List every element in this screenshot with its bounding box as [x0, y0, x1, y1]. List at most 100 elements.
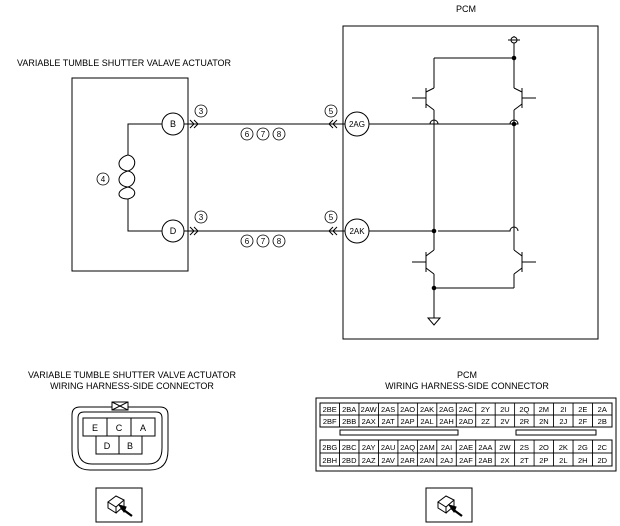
- svg-text:B: B: [170, 119, 176, 129]
- pcm-pin-label: 2AD: [459, 417, 474, 426]
- wire-marker-3-bottom: 3: [194, 210, 208, 224]
- svg-text:4: 4: [101, 175, 106, 184]
- actuator-terminal-b: B: [161, 112, 185, 136]
- actuator-title: VARIABLE TUMBLE SHUTTER VALAVE ACTUATOR: [17, 58, 232, 68]
- splice-markers-bottom: 6 7 8: [240, 234, 286, 248]
- svg-text:D: D: [104, 441, 111, 451]
- pcm-pin-label: 2AG: [439, 405, 454, 414]
- pcm-pin-label: 2AC: [459, 405, 474, 414]
- pcm-pin-label: 2A: [598, 405, 607, 414]
- svg-text:A: A: [140, 423, 146, 433]
- pcm-pin-label: 2BA: [342, 405, 356, 414]
- pcm-pin-label: 2AB: [478, 456, 492, 465]
- svg-text:5: 5: [329, 107, 334, 116]
- pcm-pin-label: 2AM: [419, 443, 434, 452]
- coil-marker: 4: [96, 172, 110, 186]
- pcm-pin-label: 2AL: [420, 417, 433, 426]
- pcm-pin-label: 2G: [578, 443, 588, 452]
- pcm-pin-label: 2V: [500, 417, 509, 426]
- pcm-pin-label: 2O: [539, 443, 549, 452]
- pcm-pin-label: 2AH: [439, 417, 454, 426]
- wire-marker-5-bottom: 5: [324, 210, 338, 224]
- pcm-pin-label: 2AJ: [440, 456, 453, 465]
- svg-text:8: 8: [277, 237, 282, 246]
- actuator-box: [71, 77, 189, 272]
- pcm-pin-label: 2AU: [381, 443, 396, 452]
- pcm-pin-label: 2BE: [323, 405, 337, 414]
- pcm-pin-label: 2F: [578, 417, 587, 426]
- actuator-terminal-d: D: [161, 219, 185, 243]
- pcm-pin-label: 2Q: [519, 405, 529, 414]
- actuator-connector-title-2: WIRING HARNESS-SIDE CONNECTOR: [50, 381, 214, 391]
- pcm-internal-circuit: [367, 36, 536, 326]
- pcm-pin-label: 2P: [539, 456, 548, 465]
- pcm-pin-label: 2AI: [441, 443, 452, 452]
- svg-text:2AG: 2AG: [349, 120, 365, 129]
- svg-text:8: 8: [277, 130, 282, 139]
- pcm-pin-label: 2AA: [478, 443, 492, 452]
- pcm-pin-label: 2BD: [342, 456, 357, 465]
- pcm-pin-label: 2S: [520, 443, 529, 452]
- splice-markers-top: 6 7 8: [240, 127, 286, 141]
- actuator-connector-pins: E C A D B: [92, 423, 146, 451]
- pcm-pin-label: 2B: [598, 417, 607, 426]
- pcm-pin-label: 2Z: [481, 417, 490, 426]
- pcm-pin-label: 2AS: [381, 405, 395, 414]
- pcm-pin-label: 2BC: [342, 443, 357, 452]
- svg-text:3: 3: [199, 213, 204, 222]
- pcm-connector-title-1: PCM: [457, 370, 477, 380]
- pcm-pin-label: 2C: [597, 443, 607, 452]
- svg-text:7: 7: [261, 130, 266, 139]
- pcm-pin-label: 2T: [520, 456, 529, 465]
- svg-text:6: 6: [245, 237, 250, 246]
- pcm-pin-label: 2BG: [322, 443, 337, 452]
- pcm-pin-label: 2U: [500, 405, 510, 414]
- pcm-pin-label: 2AQ: [400, 443, 415, 452]
- svg-text:C: C: [116, 423, 123, 433]
- pcm-terminal-2ak: 2AK: [344, 218, 370, 244]
- svg-text:5: 5: [329, 213, 334, 222]
- svg-text:D: D: [170, 226, 177, 236]
- pcm-pin-label: 2AN: [420, 456, 435, 465]
- pcm-pin-label: 2W: [499, 443, 511, 452]
- svg-text:2AK: 2AK: [349, 227, 365, 236]
- actuator-connector-face: [71, 401, 169, 471]
- pcm-pin-label: 2AX: [362, 417, 376, 426]
- pcm-pin-label: 2AV: [381, 456, 395, 465]
- pcm-pin-label: 2K: [559, 443, 568, 452]
- pcm-pin-label: 2Y: [481, 405, 490, 414]
- pcm-pin-label: 2I: [560, 405, 566, 414]
- actuator-connector-title-1: VARIABLE TUMBLE SHUTTER VALVE ACTUATOR: [28, 370, 237, 380]
- wire-marker-3-top: 3: [194, 104, 208, 118]
- pcm-pin-label: 2R: [520, 417, 530, 426]
- pcm-pin-label: 2E: [578, 405, 587, 414]
- pcm-pin-label: 2L: [559, 456, 567, 465]
- pcm-title: PCM: [456, 4, 476, 14]
- connector-view-icon: [425, 487, 473, 523]
- pcm-pin-label: 2M: [539, 405, 549, 414]
- pcm-pin-label: 2AK: [420, 405, 434, 414]
- svg-text:6: 6: [245, 130, 250, 139]
- svg-text:B: B: [127, 441, 133, 451]
- connector-view-icon: [95, 487, 143, 523]
- pcm-pin-label: 2AP: [401, 417, 415, 426]
- pcm-pin-label: 2BB: [342, 417, 356, 426]
- harness-wires: [184, 119, 345, 236]
- pcm-pin-label: 2J: [559, 417, 567, 426]
- pcm-pin-label: 2AY: [362, 443, 376, 452]
- pcm-pin-label: 2X: [500, 456, 509, 465]
- pcm-pin-label: 2D: [597, 456, 607, 465]
- pcm-pin-label: 2BF: [323, 417, 337, 426]
- pcm-pin-label: 2AW: [361, 405, 378, 414]
- pcm-pin-label: 2BH: [322, 456, 337, 465]
- svg-text:3: 3: [199, 107, 204, 116]
- pcm-pin-label: 2AF: [459, 456, 473, 465]
- pcm-terminal-2ag: 2AG: [344, 111, 370, 137]
- svg-text:E: E: [92, 423, 98, 433]
- pcm-pin-label: 2N: [539, 417, 549, 426]
- svg-text:7: 7: [261, 237, 266, 246]
- pcm-pin-label: 2AT: [382, 417, 396, 426]
- pcm-pin-label: 2AR: [400, 456, 415, 465]
- pcm-pin-label: 2AZ: [362, 456, 376, 465]
